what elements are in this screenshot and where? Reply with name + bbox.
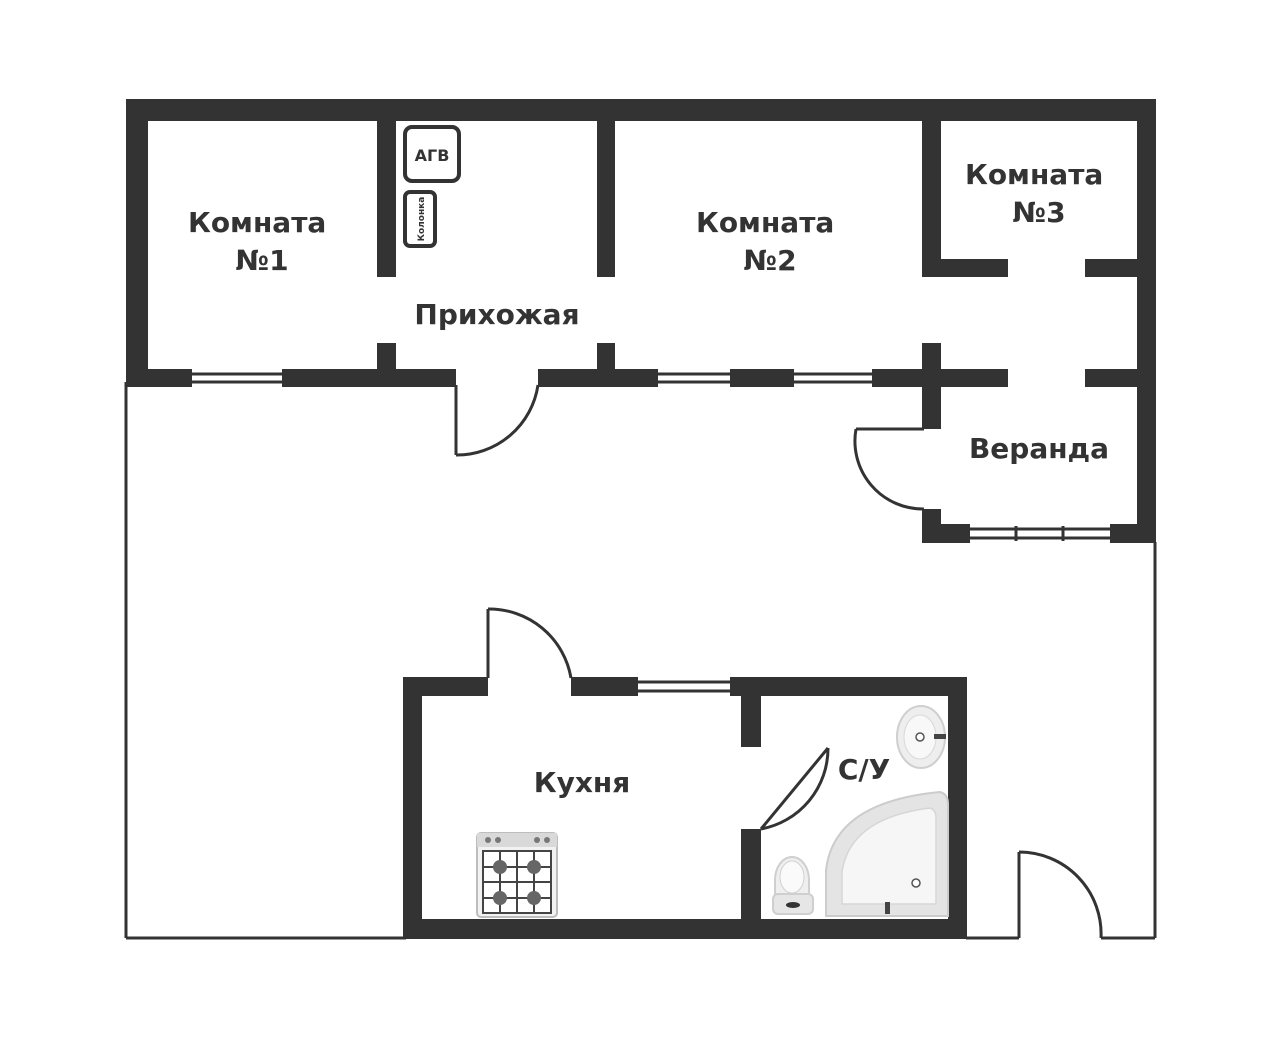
window-veranda xyxy=(970,524,1110,543)
window-room2-right xyxy=(794,369,872,387)
gas-boiler-label: АГВ xyxy=(415,146,450,165)
water-heater-label: Колонка xyxy=(417,197,427,242)
sink-icon xyxy=(896,705,946,769)
door-veranda xyxy=(853,427,925,511)
bathroom-label: С/У xyxy=(838,753,890,786)
window-room1 xyxy=(192,369,282,387)
window-kitchen xyxy=(638,677,730,696)
room1-label-line2: №1 xyxy=(235,244,288,277)
room1-label: Комната №1 xyxy=(188,206,336,277)
water-heater-icon: Колонка xyxy=(403,190,437,248)
room3-label: Комната №3 xyxy=(965,158,1113,229)
kitchen-label: Кухня xyxy=(534,766,631,799)
door-hallway xyxy=(454,384,540,457)
doors xyxy=(454,384,1103,939)
door-bathroom xyxy=(759,747,830,831)
room2-label: Комната №2 xyxy=(696,206,844,277)
veranda-label: Веранда xyxy=(969,432,1109,465)
room1-label-line1: Комната xyxy=(188,206,326,239)
gas-boiler-icon: АГВ xyxy=(403,125,461,183)
room3-label-line2: №3 xyxy=(1012,196,1065,229)
room-labels: Комната №1 Комната №2 Комната №3 Прихожа… xyxy=(188,158,1113,799)
room2-label-line2: №2 xyxy=(743,244,796,277)
door-kitchen xyxy=(486,607,573,679)
hallway-label: Прихожая xyxy=(414,298,579,331)
door-plot xyxy=(1017,850,1103,939)
plot-outline xyxy=(124,382,1157,940)
room2-label-line1: Комната xyxy=(696,206,834,239)
windows xyxy=(192,369,1110,543)
room3-label-line1: Комната xyxy=(965,158,1103,191)
bathtub-icon xyxy=(825,790,949,917)
stove-icon xyxy=(476,832,558,918)
toilet-icon xyxy=(772,856,814,915)
window-room2-left xyxy=(658,369,730,387)
